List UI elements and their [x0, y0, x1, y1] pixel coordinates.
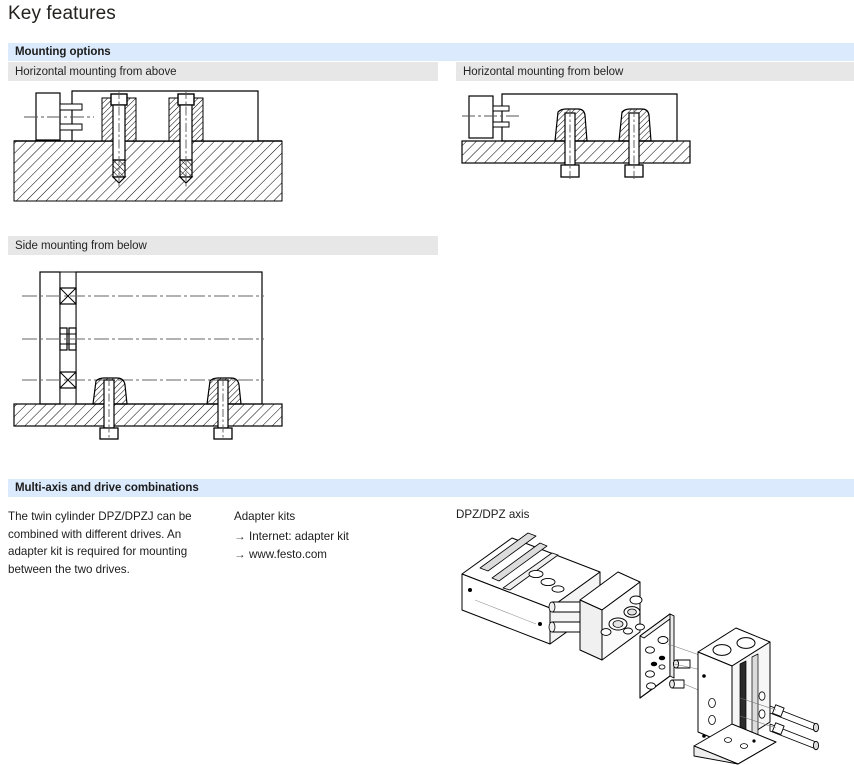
page-title: Key features [8, 3, 116, 24]
adapter-kits-heading: Adapter kits [234, 510, 296, 523]
list-item[interactable]: → Internet: adapter kit [234, 528, 349, 546]
list-item-label: Internet: adapter kit [249, 530, 349, 543]
arrow-right-icon: → [234, 530, 246, 543]
adapter-kits-list: → Internet: adapter kit → www.festo.com [234, 528, 349, 563]
caption-horizontal-mounting-from-below: Horizontal mounting from below [456, 62, 854, 81]
multi-axis-description-text: The twin cylinder DPZ/DPZJ can be combin… [8, 510, 192, 576]
list-item[interactable]: → www.festo.com [234, 546, 349, 564]
drawing-side-mounting-from-below [13, 268, 286, 440]
section-header-mounting-options-label: Mounting options [15, 46, 111, 58]
caption-horizontal-mounting-from-above: Horizontal mounting from above [8, 62, 438, 81]
multi-axis-description: The twin cylinder DPZ/DPZJ can be combin… [8, 508, 220, 578]
caption-horizontal-mounting-from-below-label: Horizontal mounting from below [463, 65, 624, 78]
caption-side-mounting-from-below: Side mounting from below [8, 236, 438, 255]
caption-horizontal-mounting-from-above-label: Horizontal mounting from above [15, 65, 177, 78]
list-item-label: www.festo.com [249, 547, 327, 561]
arrow-right-icon: → [234, 547, 246, 561]
caption-side-mounting-from-below-label: Side mounting from below [15, 239, 147, 252]
section-header-multi-axis-label: Multi-axis and drive combinations [15, 482, 199, 494]
drawing-dpz-dpz-axis-assembly [440, 528, 840, 765]
caption-dpz-dpz-axis: DPZ/DPZ axis [456, 508, 530, 521]
section-header-multi-axis: Multi-axis and drive combinations [8, 479, 854, 497]
drawing-horizontal-mounting-from-below [461, 86, 712, 186]
drawing-horizontal-mounting-from-above [13, 84, 286, 202]
section-header-mounting-options: Mounting options [8, 43, 854, 61]
